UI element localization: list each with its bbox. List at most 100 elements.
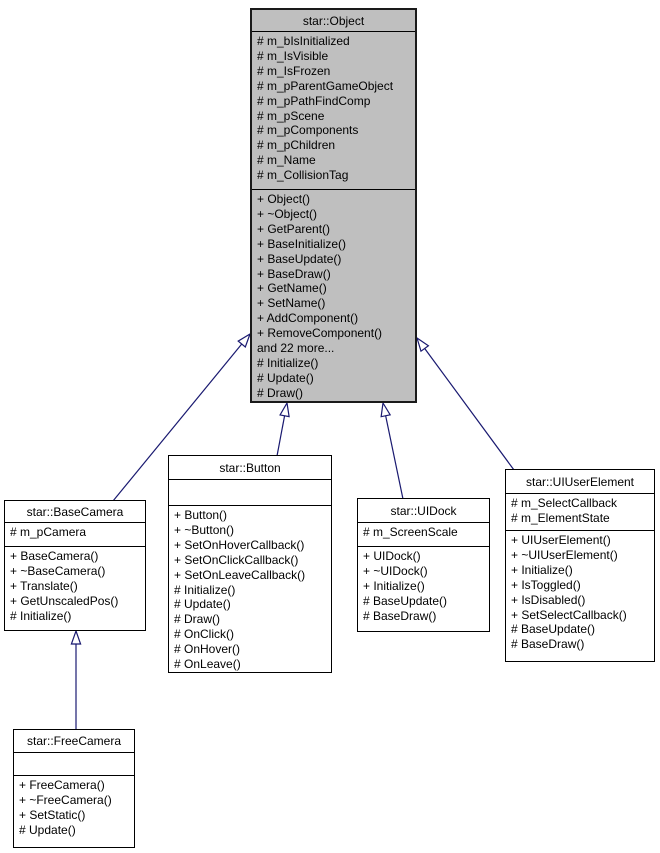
class-member: + SetStatic()	[19, 807, 86, 822]
class-title: star::UIUserElement	[506, 470, 654, 494]
class-member: # m_IsVisible	[257, 48, 329, 63]
class-member: # Initialize()	[174, 582, 236, 597]
class-node-uiuserelement[interactable]: star::UIUserElement# m_SelectCallback# m…	[505, 469, 655, 662]
class-member: + SetOnHoverCallback()	[174, 537, 305, 552]
inheritance-arrowhead-icon	[279, 401, 290, 418]
class-member: # m_pComponents	[257, 123, 359, 138]
class-member: # m_IsFrozen	[257, 63, 331, 78]
class-attributes-section: # m_SelectCallback# m_ElementState	[506, 494, 654, 531]
class-member: # BaseUpdate()	[511, 622, 596, 637]
class-member: # OnClick()	[174, 627, 235, 642]
class-member: + Initialize()	[511, 562, 573, 577]
inheritance-edge	[70, 629, 82, 730]
class-member: # Draw()	[174, 612, 221, 627]
class-member: + UIDock()	[363, 549, 421, 563]
class-attributes-section: # m_bIsInitialized# m_IsVisible# m_IsFro…	[252, 32, 415, 190]
class-member: # m_pPathFindComp	[257, 93, 371, 108]
class-node-object[interactable]: star::Object# m_bIsInitialized# m_IsVisi…	[250, 8, 417, 403]
class-node-freecamera[interactable]: star::FreeCamera+ FreeCamera()+ ~FreeCam…	[13, 729, 135, 848]
class-member: + GetUnscaledPos()	[10, 593, 119, 608]
class-member: # BaseDraw()	[511, 637, 585, 652]
class-member: # BaseDraw()	[363, 608, 437, 623]
class-member: + BaseCamera()	[10, 549, 99, 563]
class-member: # m_ElementState	[511, 510, 610, 525]
class-title: star::UIDock	[358, 499, 489, 523]
class-member: # BaseUpdate()	[363, 593, 448, 608]
class-member: + Object()	[257, 192, 311, 206]
class-member: # m_pScene	[257, 108, 325, 123]
class-member: # Initialize()	[10, 608, 72, 623]
inheritance-edge-line	[112, 343, 243, 502]
class-member: + ~UIUserElement()	[511, 547, 618, 562]
inheritance-edge-line	[385, 415, 404, 500]
class-member: + BaseDraw()	[257, 266, 331, 281]
class-member: # Update()	[257, 370, 314, 385]
class-member: + BaseUpdate()	[257, 251, 342, 266]
class-member: + IsDisabled()	[511, 592, 586, 607]
class-member: # m_ScreenScale	[363, 525, 458, 539]
class-member: + ~UIDock()	[363, 563, 428, 578]
class-member: # m_bIsInitialized	[257, 34, 350, 48]
class-attributes-section	[169, 480, 331, 506]
class-member: + SetOnLeaveCallback()	[174, 567, 306, 582]
class-title: star::FreeCamera	[14, 730, 134, 753]
inheritance-edge	[112, 332, 252, 502]
class-member: + Button()	[174, 508, 228, 522]
class-member: # m_SelectCallback	[511, 496, 618, 510]
class-member: + ~Object()	[257, 206, 318, 221]
class-member: and 22 more...	[257, 341, 335, 356]
class-methods-section: + BaseCamera()+ ~BaseCamera()+ Translate…	[5, 547, 145, 630]
class-member: + IsToggled()	[511, 577, 581, 592]
class-node-button[interactable]: star::Button+ Button()+ ~Button()+ SetOn…	[168, 455, 332, 673]
class-member: + UIUserElement()	[511, 533, 611, 547]
inheritance-edge	[415, 336, 515, 471]
inheritance-arrowhead-icon	[70, 629, 82, 645]
class-member: + SetSelectCallback()	[511, 607, 627, 622]
class-member: + FreeCamera()	[19, 778, 105, 792]
class-member: + GetName()	[257, 281, 327, 296]
class-member: + RemoveComponent()	[257, 326, 383, 341]
class-member: # OnLeave()	[174, 657, 241, 672]
class-title: star::BaseCamera	[5, 501, 145, 523]
class-member: # OnHover()	[174, 642, 241, 657]
inheritance-arrowhead-icon	[415, 336, 430, 353]
class-member: # m_Name	[257, 153, 316, 168]
inheritance-arrowhead-icon	[237, 332, 252, 348]
class-member: + BaseInitialize()	[257, 236, 347, 251]
class-member: + Initialize()	[363, 578, 425, 593]
class-node-basecamera[interactable]: star::BaseCamera# m_pCamera+ BaseCamera(…	[4, 500, 146, 631]
class-attributes-section	[14, 753, 134, 776]
class-member: # m_pCamera	[10, 525, 87, 539]
class-title: star::Button	[169, 456, 331, 480]
inheritance-edge	[380, 401, 404, 500]
class-methods-section: + UIDock()+ ~UIDock()+ Initialize()# Bas…	[358, 547, 489, 631]
class-member: + ~FreeCamera()	[19, 792, 112, 807]
class-node-uidock[interactable]: star::UIDock# m_ScreenScale+ UIDock()+ ~…	[357, 498, 490, 632]
class-attributes-section: # m_pCamera	[5, 523, 145, 547]
class-methods-section: + FreeCamera()+ ~FreeCamera()+ SetStatic…	[14, 776, 134, 847]
class-member: + AddComponent()	[257, 311, 359, 326]
class-member: + Translate()	[10, 578, 78, 593]
class-member: + ~Button()	[174, 522, 235, 537]
inheritance-arrowhead-icon	[380, 401, 392, 418]
class-member: # m_CollisionTag	[257, 168, 349, 183]
class-member: # Draw()	[257, 385, 304, 400]
inheritance-edge-line	[424, 348, 515, 471]
class-attributes-section: # m_ScreenScale	[358, 523, 489, 547]
class-member: # m_pParentGameObject	[257, 78, 394, 93]
inheritance-edge-line	[276, 415, 286, 457]
class-methods-section: + UIUserElement()+ ~UIUserElement()+ Ini…	[506, 531, 654, 661]
class-member: # m_pChildren	[257, 138, 336, 153]
class-member: + ~BaseCamera()	[10, 563, 106, 578]
class-methods-section: + Button()+ ~Button()+ SetOnHoverCallbac…	[169, 506, 331, 672]
class-title: star::Object	[252, 10, 415, 32]
class-member: + GetParent()	[257, 221, 331, 236]
inheritance-edge	[276, 401, 290, 457]
class-member: # Update()	[19, 822, 76, 837]
class-methods-section: + Object()+ ~Object()+ GetParent()+ Base…	[252, 190, 415, 401]
class-member: + SetName()	[257, 296, 326, 311]
class-member: # Initialize()	[257, 355, 319, 370]
class-member: + SetOnClickCallback()	[174, 552, 299, 567]
